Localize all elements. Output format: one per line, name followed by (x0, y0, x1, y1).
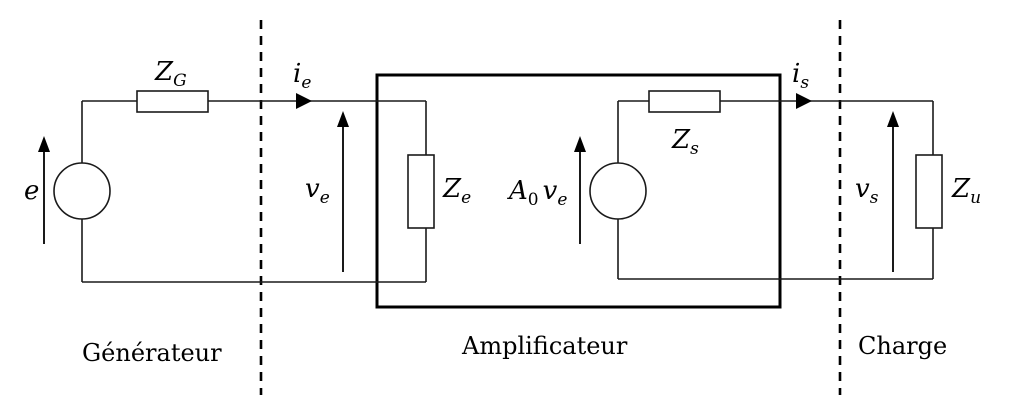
label-vs: vs (855, 174, 879, 208)
current-arrow-ie (296, 93, 312, 109)
label-zu: Zu (951, 174, 981, 208)
voltage-arrow-ve (337, 111, 349, 272)
voltage-arrow-vs (887, 111, 899, 272)
current-arrow-is (796, 93, 812, 109)
amplifier-input-circuit (310, 100, 435, 282)
voltage-arrow-a0ve (574, 136, 586, 244)
impedance-ze (407, 154, 435, 229)
section-label-generator: Générateur (82, 339, 222, 367)
impedance-zs (648, 90, 721, 113)
label-ze: Ze (442, 174, 471, 208)
label-ve: ve (305, 174, 330, 208)
generator-circuit (53, 90, 426, 283)
load-circuit (810, 100, 943, 279)
label-e: e (24, 176, 39, 206)
label-is: is (792, 59, 809, 93)
section-label-load: Charge (858, 332, 947, 360)
amplifier-output-circuit (589, 90, 933, 280)
label-zs: Zs (671, 125, 699, 159)
section-label-amplifier: Amplificateur (461, 332, 628, 360)
voltage-source-e (53, 162, 111, 220)
voltage-arrow-e (38, 136, 50, 244)
impedance-zg (136, 90, 209, 113)
label-zg: ZG (154, 57, 187, 91)
impedance-zu (915, 154, 943, 229)
label-ie: ie (293, 59, 311, 93)
amplifier-box (375, 73, 782, 309)
voltage-source-a0ve (589, 162, 647, 220)
